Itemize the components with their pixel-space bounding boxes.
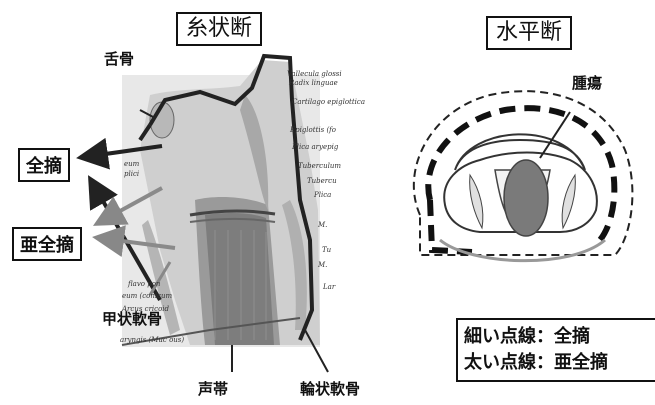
latin-label: Tuberculum [298, 162, 341, 170]
latin-label: Radix linguae [289, 79, 338, 87]
latin-label: Vallecula glossi [287, 70, 342, 78]
horizontal-illustration [414, 91, 633, 261]
latin-label: plici [124, 170, 139, 178]
tumor-leader [540, 112, 570, 158]
hyoid-label: 舌骨 [104, 48, 134, 69]
cricoid-cartilage-label: 輪状軟骨 [300, 378, 360, 399]
latin-label: Cartilago epiglottica [292, 98, 365, 106]
latin-label: M. [318, 221, 327, 229]
subtotal-label: 亜全摘 [12, 227, 82, 261]
latin-label: Tu [322, 246, 331, 254]
latin-label: Lar [323, 283, 335, 291]
latin-label: eum (conicum [122, 292, 172, 300]
legend-line-thick: 太い点線：亜全摘 [464, 350, 650, 376]
legend-box: 細い点線：全摘 太い点線：亜全摘 [456, 318, 655, 382]
vocal-cord-label: 声帯 [198, 378, 228, 399]
horizontal-title: 水平断 [486, 16, 572, 50]
latin-label: M. [318, 261, 327, 269]
legend-line-thin: 細い点線：全摘 [464, 324, 650, 350]
tumor-label: 腫瘍 [572, 72, 602, 93]
sagittal-title: 糸状断 [176, 12, 262, 46]
latin-label: eum [124, 160, 139, 168]
tumor-shape [504, 160, 548, 236]
latin-label: Tubercu [307, 177, 337, 185]
latin-label: flavo pon [128, 280, 160, 288]
thyroid-cartilage-label: 甲状軟骨 [102, 308, 162, 329]
latin-label: aryngis (Muc ous) [120, 336, 184, 344]
latin-label: Plica [314, 191, 331, 199]
latin-label: Plica aryepig [292, 143, 338, 151]
total-label: 全摘 [18, 148, 70, 182]
latin-label: Epiglottis (fo [290, 126, 336, 134]
